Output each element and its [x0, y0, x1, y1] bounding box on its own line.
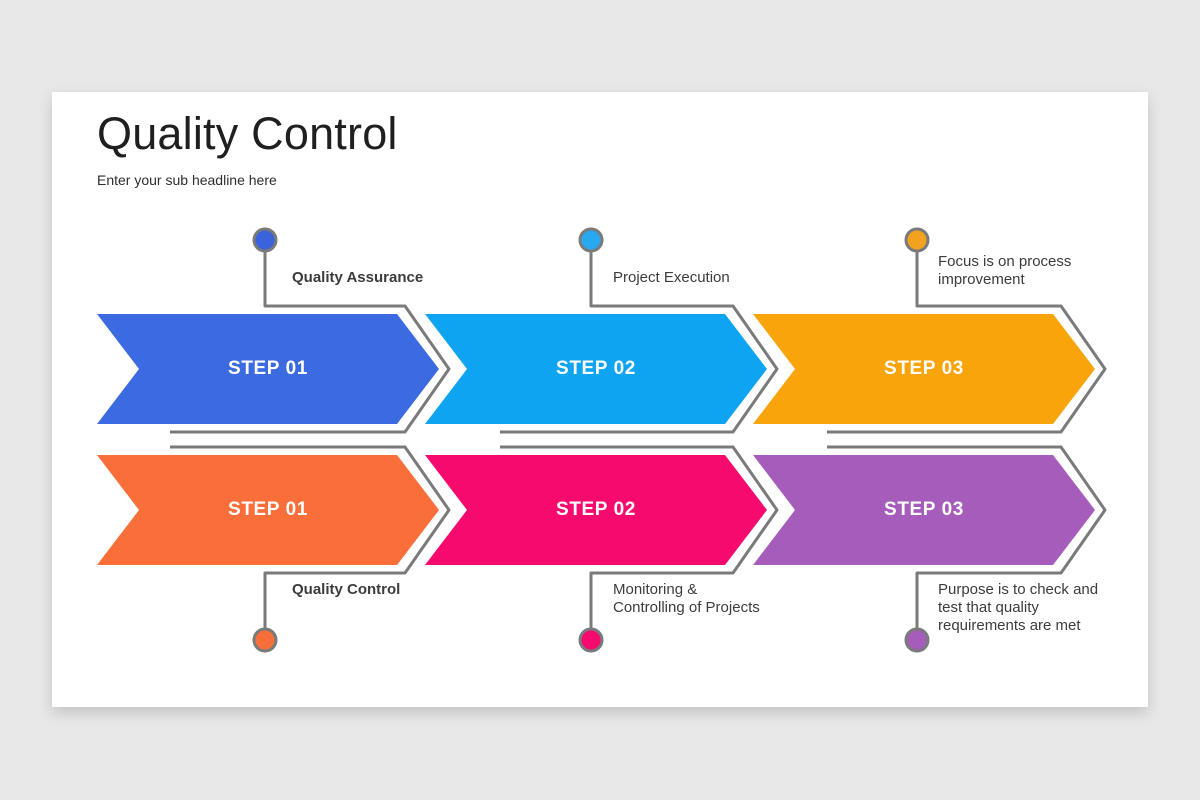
step-label-02-top: STEP 02 [556, 358, 636, 379]
chevron-step-01-bottom [97, 455, 439, 565]
callout-connector-top-1 [170, 240, 451, 434]
callout-connector-bottom-3 [827, 445, 1107, 640]
callout-connector-top-3 [827, 240, 1107, 434]
callout-dot-top-3 [904, 227, 930, 253]
step-label-01-top: STEP 01 [228, 358, 308, 379]
callout-dot-bottom-1 [252, 627, 278, 653]
chevron-step-02-bottom [425, 455, 767, 565]
slide-card: Quality Control Enter your sub headline … [52, 92, 1148, 707]
slide-title: Quality Control [97, 108, 398, 159]
step-label-03-bottom: STEP 03 [884, 499, 964, 520]
process-diagram [97, 227, 1107, 653]
callout-dot-bottom-3 [904, 627, 930, 653]
chevron-step-03-top [753, 314, 1095, 424]
callout-dot-top-2 [578, 227, 604, 253]
chevron-step-03-bottom [753, 455, 1095, 565]
callout-label-quality-control: Quality Control [292, 581, 401, 598]
step-label-01-bottom: STEP 01 [228, 499, 308, 520]
callout-dot-bottom-2 [578, 627, 604, 653]
callout-label-project-execution: Project Execution [613, 269, 730, 286]
step-label-02-bottom: STEP 02 [556, 499, 636, 520]
callout-dot-top-1 [252, 227, 278, 253]
slide-subtitle: Enter your sub headline here [97, 172, 277, 188]
chevron-step-01-top [97, 314, 439, 424]
callout-connector-top-2 [500, 240, 779, 434]
step-label-03-top: STEP 03 [884, 358, 964, 379]
chevron-step-02-top [425, 314, 767, 424]
callout-label-purpose-check: Purpose is to check and test that qualit… [938, 581, 1099, 634]
callout-connector-bottom-2 [500, 445, 779, 640]
callout-label-quality-assurance: Quality Assurance [292, 269, 424, 286]
callout-label-process-improvement: Focus is on process improvement [938, 253, 1072, 288]
callout-connector-bottom-1 [170, 445, 451, 640]
callout-label-monitoring-controlling: Monitoring & Controlling of Projects [613, 581, 760, 616]
